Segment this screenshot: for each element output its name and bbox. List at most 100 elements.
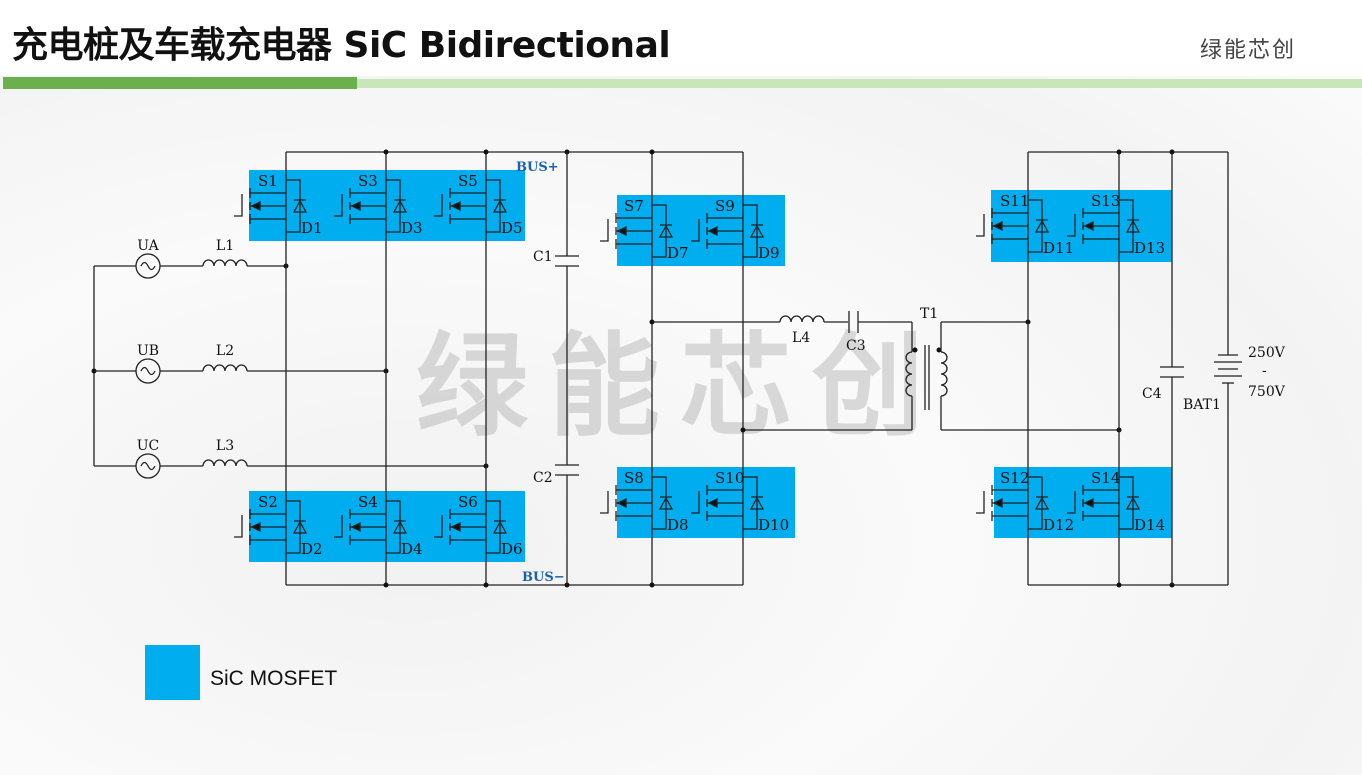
mosfet-arrow-icon	[450, 200, 461, 212]
component-label: D10	[758, 516, 789, 534]
component-label: -	[1262, 363, 1267, 379]
ac-sine-icon	[140, 261, 156, 271]
diode-icon	[292, 199, 308, 213]
junction-dot	[1116, 582, 1122, 588]
component-label: T1	[920, 306, 938, 322]
component-label: S10	[715, 469, 744, 487]
component-label: C1	[533, 249, 553, 265]
component-label: D3	[401, 219, 423, 237]
component-label: S3	[358, 172, 378, 190]
mosfet-gate	[691, 219, 700, 242]
page-title: 充电桩及车载充电器 SiC Bidirectional	[12, 25, 671, 66]
component-label: BUS−	[522, 570, 565, 585]
component-label: D5	[501, 219, 523, 237]
transformer-primary-icon	[905, 351, 913, 397]
diode-icon	[392, 520, 408, 534]
transformer-secondary-icon	[940, 351, 948, 397]
junction-dot	[649, 582, 655, 588]
mosfet-gate	[434, 194, 443, 217]
ac-sine-icon	[140, 461, 156, 471]
inductor-icon	[202, 459, 248, 467]
diode-icon	[658, 224, 674, 238]
legend-label: SiC MOSFET	[210, 667, 338, 690]
diode-icon	[1125, 496, 1141, 510]
component-label: S8	[624, 469, 644, 487]
component-label: 750V	[1248, 384, 1286, 400]
junction-dot	[483, 149, 489, 155]
diode-icon	[1034, 496, 1050, 510]
body-diode-wire	[286, 179, 301, 233]
component-label: C4	[1142, 386, 1162, 402]
body-diode-wire	[1119, 476, 1134, 530]
component-label: D14	[1134, 516, 1165, 534]
diode-icon	[492, 520, 508, 534]
mosfet-arrow-icon	[350, 200, 361, 212]
mosfet-arrow-icon	[250, 521, 261, 533]
junction-dot	[483, 582, 489, 588]
component-label: D8	[667, 516, 689, 534]
component-label: L1	[216, 238, 234, 254]
junction-dot	[912, 347, 918, 353]
diode-icon	[392, 199, 408, 213]
body-diode-wire	[486, 179, 501, 233]
component-label: S6	[458, 493, 478, 511]
component-label: S14	[1091, 469, 1120, 487]
component-label: S11	[1000, 192, 1029, 210]
component-label: D6	[501, 540, 523, 558]
component-label: BAT1	[1183, 397, 1221, 413]
mosfet-gate	[434, 515, 443, 538]
component-label: C2	[533, 470, 553, 486]
component-label: S7	[624, 197, 644, 215]
mosfet-gate	[600, 491, 609, 514]
diode-icon	[658, 496, 674, 510]
component-label: D12	[1043, 516, 1074, 534]
mosfet-arrow-icon	[250, 200, 261, 212]
body-diode-wire	[743, 476, 758, 530]
junction-dot	[383, 149, 389, 155]
body-diode-wire	[1028, 476, 1043, 530]
component-label: L4	[792, 330, 810, 346]
junction-dot	[649, 149, 655, 155]
junction-dot	[740, 427, 746, 433]
diode-icon	[492, 199, 508, 213]
body-diode-wire	[386, 500, 401, 554]
header-background	[0, 0, 1362, 76]
body-diode-wire	[652, 204, 667, 258]
body-diode-wire	[1028, 199, 1043, 253]
mosfet-arrow-icon	[616, 225, 627, 237]
mosfet-arrow-icon	[1083, 220, 1094, 232]
junction-dot	[383, 582, 389, 588]
component-label: D7	[667, 244, 689, 262]
title-underline	[357, 79, 1362, 88]
inductor-icon	[779, 315, 825, 323]
component-label: D1	[301, 219, 323, 237]
component-label: L3	[216, 438, 234, 454]
junction-dot	[936, 347, 942, 353]
component-label: D13	[1134, 239, 1165, 257]
mosfet-gate	[976, 214, 985, 237]
body-diode-wire	[1119, 199, 1134, 253]
ac-sine-icon	[140, 366, 156, 376]
body-diode-wire	[743, 204, 758, 258]
mosfet-arrow-icon	[1083, 497, 1094, 509]
component-label: S1	[258, 172, 278, 190]
diode-icon	[1034, 219, 1050, 233]
mosfet-arrow-icon	[992, 497, 1003, 509]
mosfet-gate	[234, 194, 243, 217]
diode-icon	[749, 224, 765, 238]
component-label: S9	[715, 197, 735, 215]
body-diode-wire	[652, 476, 667, 530]
component-label: BUS+	[516, 160, 559, 175]
component-label: S2	[258, 493, 278, 511]
inductor-icon	[202, 259, 248, 267]
mosfet-gate	[334, 194, 343, 217]
brand-logo-text: 绿能芯创	[1200, 38, 1297, 63]
component-label: S12	[1000, 469, 1029, 487]
mosfet-gate	[691, 491, 700, 514]
component-label: UC	[137, 438, 160, 454]
component-label: S13	[1091, 192, 1120, 210]
mosfet-arrow-icon	[992, 220, 1003, 232]
component-label: UA	[137, 238, 159, 254]
title-underline-accent	[3, 77, 357, 89]
